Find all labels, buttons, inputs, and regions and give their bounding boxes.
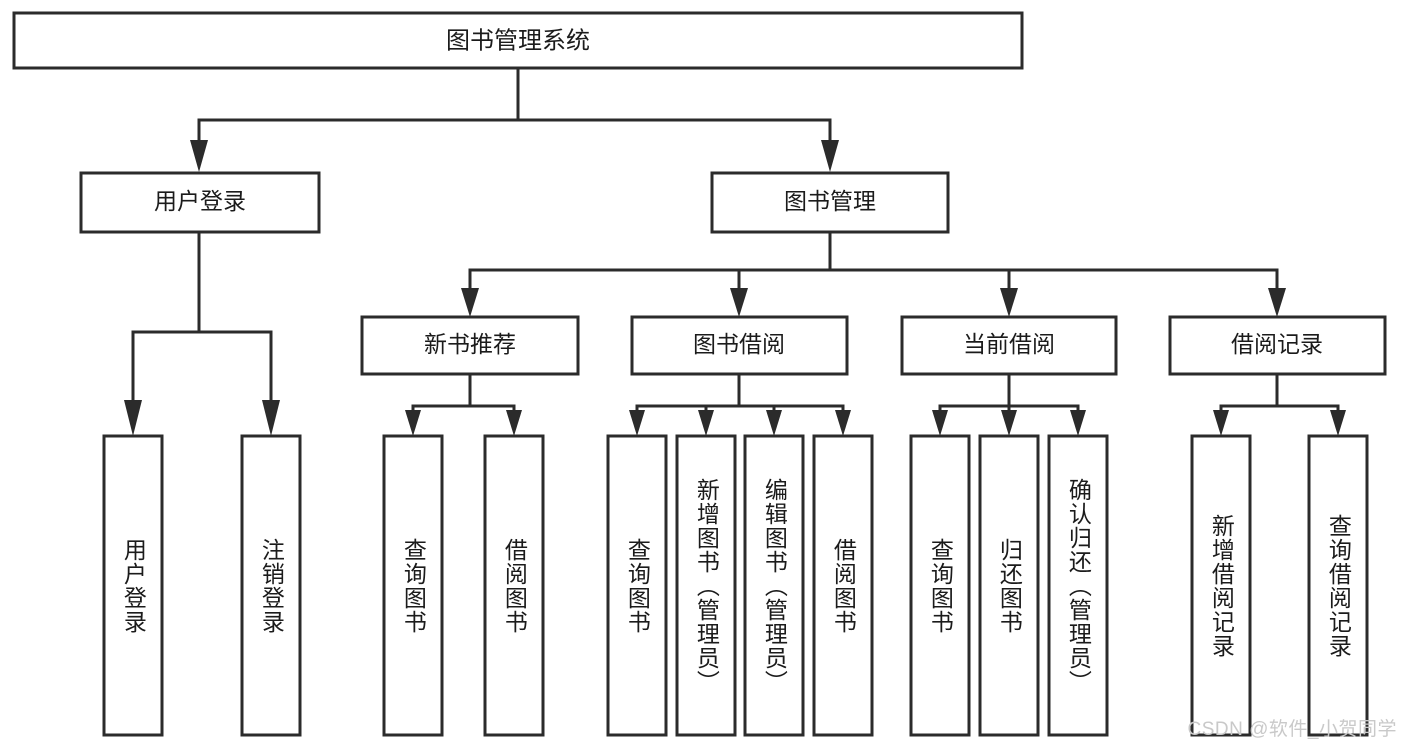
arrow-head-leaf-current-borrow-0 — [932, 410, 948, 436]
node-root-box[interactable] — [12, 11, 1024, 70]
leaf-box-current-borrow-1[interactable] — [978, 434, 1040, 737]
arrow-head-leaf-borrow-record-0 — [1213, 410, 1229, 436]
node-current-borrow-label: 当前借阅 — [963, 331, 1055, 357]
node-new-book-recommend[interactable]: 新书推荐 — [360, 315, 580, 376]
leaf-box-borrow-record-1[interactable] — [1307, 434, 1369, 737]
node-book-borrow-label: 图书借阅 — [693, 331, 785, 357]
node-book-manage[interactable]: 图书管理 — [710, 171, 950, 234]
node-borrow-record-label: 借阅记录 — [1231, 331, 1323, 357]
arrow-head-leaf-borrow-record-1 — [1330, 410, 1346, 436]
arrow-head-current-borrow — [1000, 288, 1018, 317]
node-root-label: 图书管理系统 — [446, 27, 590, 54]
node-new-book-recommend-box[interactable] — [360, 315, 580, 376]
node-book-borrow[interactable]: 图书借阅 — [630, 315, 849, 376]
leaf-box-book-borrow-1[interactable] — [675, 434, 737, 737]
leaf-box-current-borrow-0[interactable] — [909, 434, 971, 737]
leaf-box-new-book-0[interactable] — [382, 434, 444, 737]
node-book-borrow-box[interactable] — [630, 315, 849, 376]
node-book-manage-box[interactable] — [710, 171, 950, 234]
arrow-head-leaf-current-borrow-1 — [1001, 410, 1017, 436]
arrow-head-leaf-new-book-0 — [405, 410, 421, 436]
node-root[interactable]: 图书管理系统 — [12, 11, 1024, 70]
leaf-box-user-login-0[interactable] — [102, 434, 164, 737]
leaf-box-user-login-1[interactable] — [240, 434, 302, 737]
node-user-login-box[interactable] — [79, 171, 321, 234]
leaf-box-current-borrow-2[interactable] — [1047, 434, 1109, 737]
arrow-head-leaf-book-borrow-1 — [698, 410, 714, 436]
leaf-box-book-borrow-0[interactable] — [606, 434, 668, 737]
arrow-head-leaf-book-borrow-3 — [835, 410, 851, 436]
arrow-head-user-login — [190, 140, 208, 172]
arrow-head-book-manage — [821, 140, 839, 172]
leaf-box-book-borrow-2[interactable] — [743, 434, 805, 737]
leaf-box-book-borrow-3[interactable] — [812, 434, 874, 737]
arrow-head-book-borrow — [730, 288, 748, 317]
arrow-head-leaf-user-login-0 — [124, 400, 142, 436]
leaf-box-new-book-1[interactable] — [483, 434, 545, 737]
node-user-login-label: 用户登录 — [154, 188, 246, 214]
arrow-head-new-book — [461, 288, 479, 317]
arrow-head-leaf-new-book-1 — [506, 410, 522, 436]
node-current-borrow[interactable]: 当前借阅 — [900, 315, 1118, 376]
node-borrow-record[interactable]: 借阅记录 — [1168, 315, 1387, 376]
node-borrow-record-box[interactable] — [1168, 315, 1387, 376]
connector-group — [124, 66, 1346, 436]
arrow-head-leaf-current-borrow-2 — [1070, 410, 1086, 436]
leaf-box-group — [102, 434, 1369, 737]
watermark-text: CSDN @软件_小贺同学 — [1187, 719, 1397, 740]
arrow-head-borrow-record — [1268, 288, 1286, 317]
node-user-login[interactable]: 用户登录 — [79, 171, 321, 234]
arrow-head-leaf-user-login-1 — [262, 400, 280, 436]
arrow-head-leaf-book-borrow-0 — [629, 410, 645, 436]
node-new-book-recommend-label: 新书推荐 — [424, 331, 516, 357]
node-book-manage-label: 图书管理 — [784, 188, 876, 214]
node-current-borrow-box[interactable] — [900, 315, 1118, 376]
leaf-box-borrow-record-0[interactable] — [1190, 434, 1252, 737]
arrow-head-leaf-book-borrow-2 — [766, 410, 782, 436]
